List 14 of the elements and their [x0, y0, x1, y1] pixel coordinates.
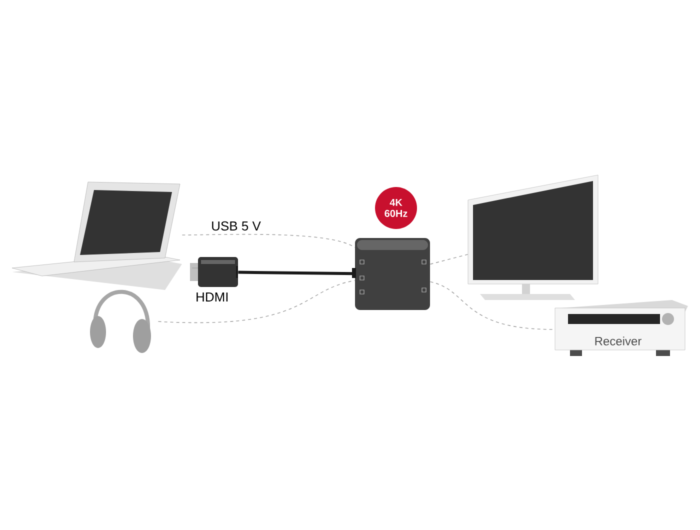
badge: 4K 60Hz	[375, 187, 417, 229]
connector	[430, 281, 556, 330]
laptop-drawing	[12, 182, 182, 290]
connector	[158, 280, 356, 324]
connector	[238, 270, 355, 276]
device-label: HDMI	[196, 292, 228, 302]
edge-label: USB 5 V	[210, 220, 262, 232]
tv-drawing	[468, 174, 598, 300]
adapter-drawing	[352, 238, 430, 310]
connector	[430, 254, 468, 265]
headphones-drawing	[90, 290, 151, 353]
receiver-drawing: Receiver	[554, 300, 688, 356]
connector	[182, 234, 356, 248]
hdmi-plug-drawing	[190, 257, 238, 287]
